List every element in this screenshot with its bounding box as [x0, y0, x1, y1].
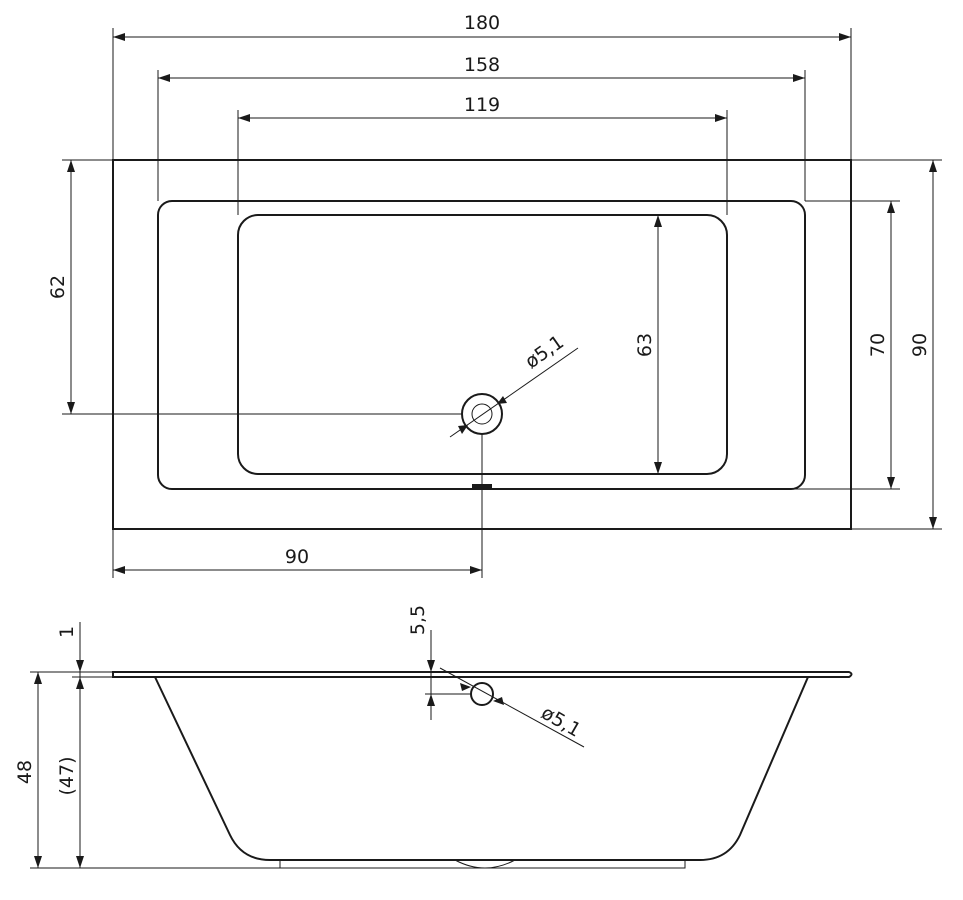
dim-arrow [460, 683, 471, 691]
dim-arrow [238, 114, 250, 122]
tub-rim-profile [112, 671, 853, 678]
overall-length-label: 180 [464, 12, 500, 34]
overflow-depth-label: 5,5 [407, 605, 429, 635]
dim-arrow [34, 856, 42, 868]
drain-diameter-leader [449, 347, 579, 438]
dim-arrow [929, 160, 937, 172]
dim-arrow [158, 74, 170, 82]
dim-arrow [113, 33, 125, 41]
overflow-marker [472, 484, 492, 489]
drain-depth-label: 62 [47, 275, 69, 299]
drain-diameter-arrow-lower [458, 425, 468, 434]
drain-inner-ring [471, 403, 493, 425]
bottom-length-label: 119 [464, 94, 500, 116]
tub-body-profile [154, 676, 809, 861]
bottom-width-label: 63 [634, 333, 656, 357]
dim-arrow [34, 672, 42, 684]
dim-arrow [839, 33, 851, 41]
drain-diameter-label: ø5,1 [521, 331, 568, 373]
dim-arrow [76, 660, 84, 672]
drain-offset-label: 90 [285, 546, 309, 568]
tub-foot-profile [279, 859, 686, 869]
dim-arrow [887, 201, 895, 213]
dim-arrow [76, 856, 84, 868]
dim-arrow [67, 402, 75, 414]
drain-diameter-arrow-upper [497, 396, 507, 404]
dim-arrow [113, 566, 125, 574]
side-view: ø5,1 5,5 1 48 (47) [14, 605, 853, 869]
plan-view: 180 158 119 90 62 63 70 9 [47, 12, 942, 578]
dim-arrow [427, 660, 435, 672]
inner-depth-label: (47) [56, 756, 78, 795]
dim-arrow [470, 566, 482, 574]
dim-arrow [493, 697, 504, 705]
rim-thickness-label: 1 [56, 626, 78, 638]
dim-arrow [715, 114, 727, 122]
dim-arrow [654, 215, 662, 227]
rim-width-label: 70 [867, 333, 889, 357]
overall-height-label: 48 [14, 760, 36, 784]
dim-arrow [887, 477, 895, 489]
dim-arrow [929, 517, 937, 529]
overflow-diameter-leader [439, 667, 585, 748]
dim-arrow [67, 160, 75, 172]
dim-arrow [793, 74, 805, 82]
dim-arrow [427, 694, 435, 706]
drain-outer-ring [461, 393, 503, 435]
overflow-diameter-label: ø5,1 [537, 702, 584, 742]
dim-arrow [654, 462, 662, 474]
overall-width-label: 90 [909, 333, 931, 357]
rim-length-label: 158 [464, 54, 500, 76]
